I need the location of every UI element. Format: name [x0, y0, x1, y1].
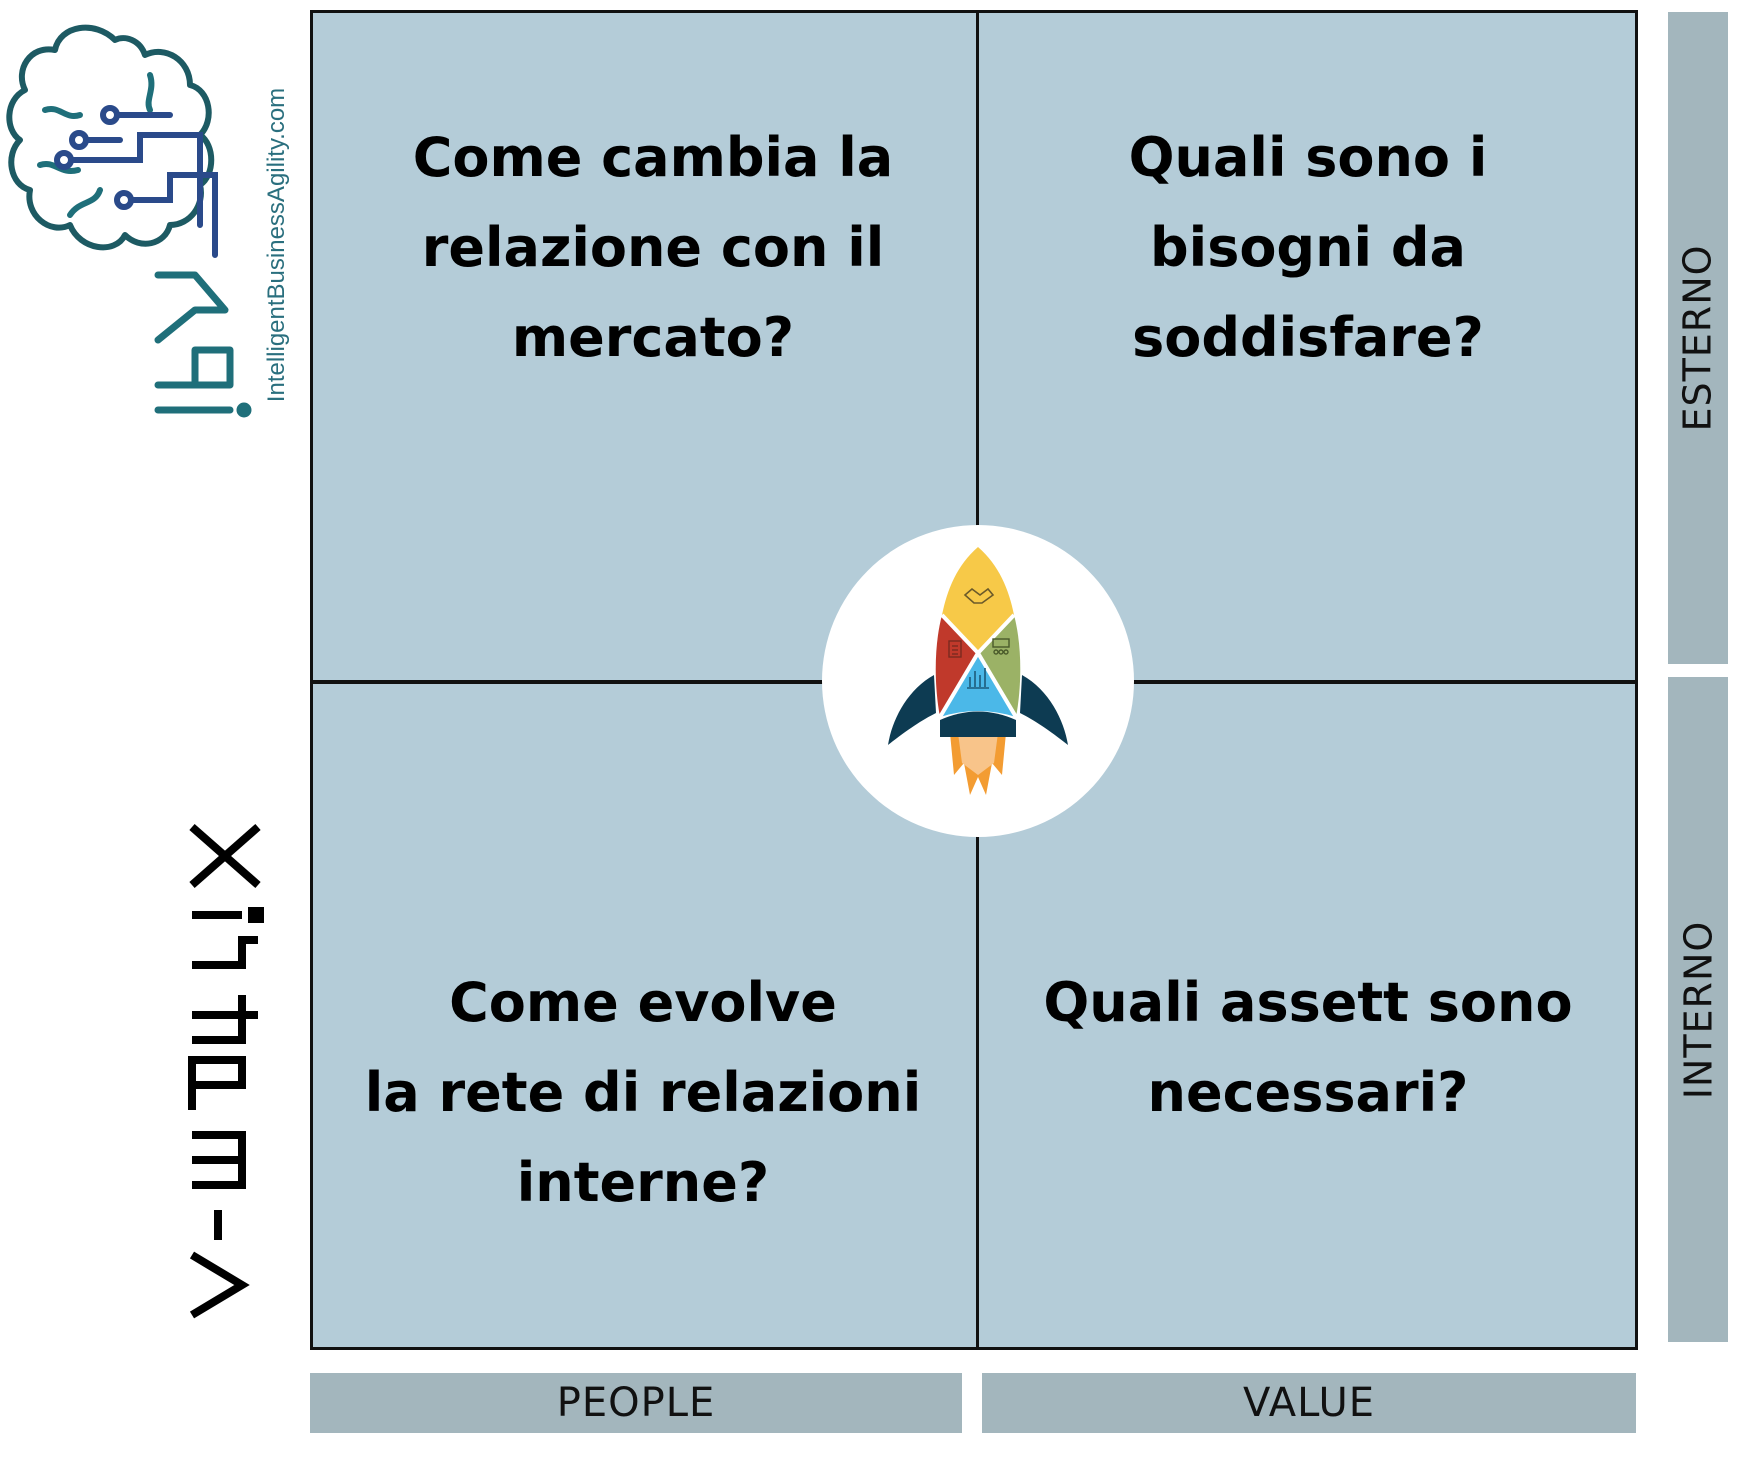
- quadrant-bottom-right: Quali assett sono necessari?: [993, 958, 1623, 1138]
- a-matrix-logo-icon: [188, 823, 264, 1319]
- label-esterno: ESTERNO: [1668, 12, 1728, 664]
- quadrant-bottom-right-text: Quali assett sono necessari?: [1043, 971, 1573, 1124]
- presentation-icon: [992, 638, 1010, 655]
- brain-circuit-icon: [6, 24, 252, 418]
- quadrant-top-right-text: Quali sono i bisogni da soddisfare?: [1128, 126, 1488, 369]
- label-people: PEOPLE: [310, 1373, 962, 1433]
- handshake-icon: [963, 587, 995, 604]
- quadrant-bottom-left: Come evolve la rete di relazioni interne…: [313, 958, 973, 1228]
- quadrant-top-left-text: Come cambia la relazione con il mercato?: [412, 126, 894, 369]
- label-interno: INTERNO: [1668, 677, 1728, 1342]
- label-value: VALUE: [982, 1373, 1636, 1433]
- checklist-icon: [948, 640, 962, 658]
- quadrant-bottom-left-text: Come evolve la rete di relazioni interne…: [364, 971, 922, 1214]
- rocket-icon: [888, 547, 1068, 795]
- bar-chart-icon: [967, 668, 989, 689]
- quadrant-top-right: Quali sono i bisogni da soddisfare?: [993, 113, 1623, 383]
- quadrant-top-left: Come cambia la relazione con il mercato?: [333, 113, 973, 383]
- logo-url-text: IntelligentBusinessAgility.com: [263, 87, 290, 403]
